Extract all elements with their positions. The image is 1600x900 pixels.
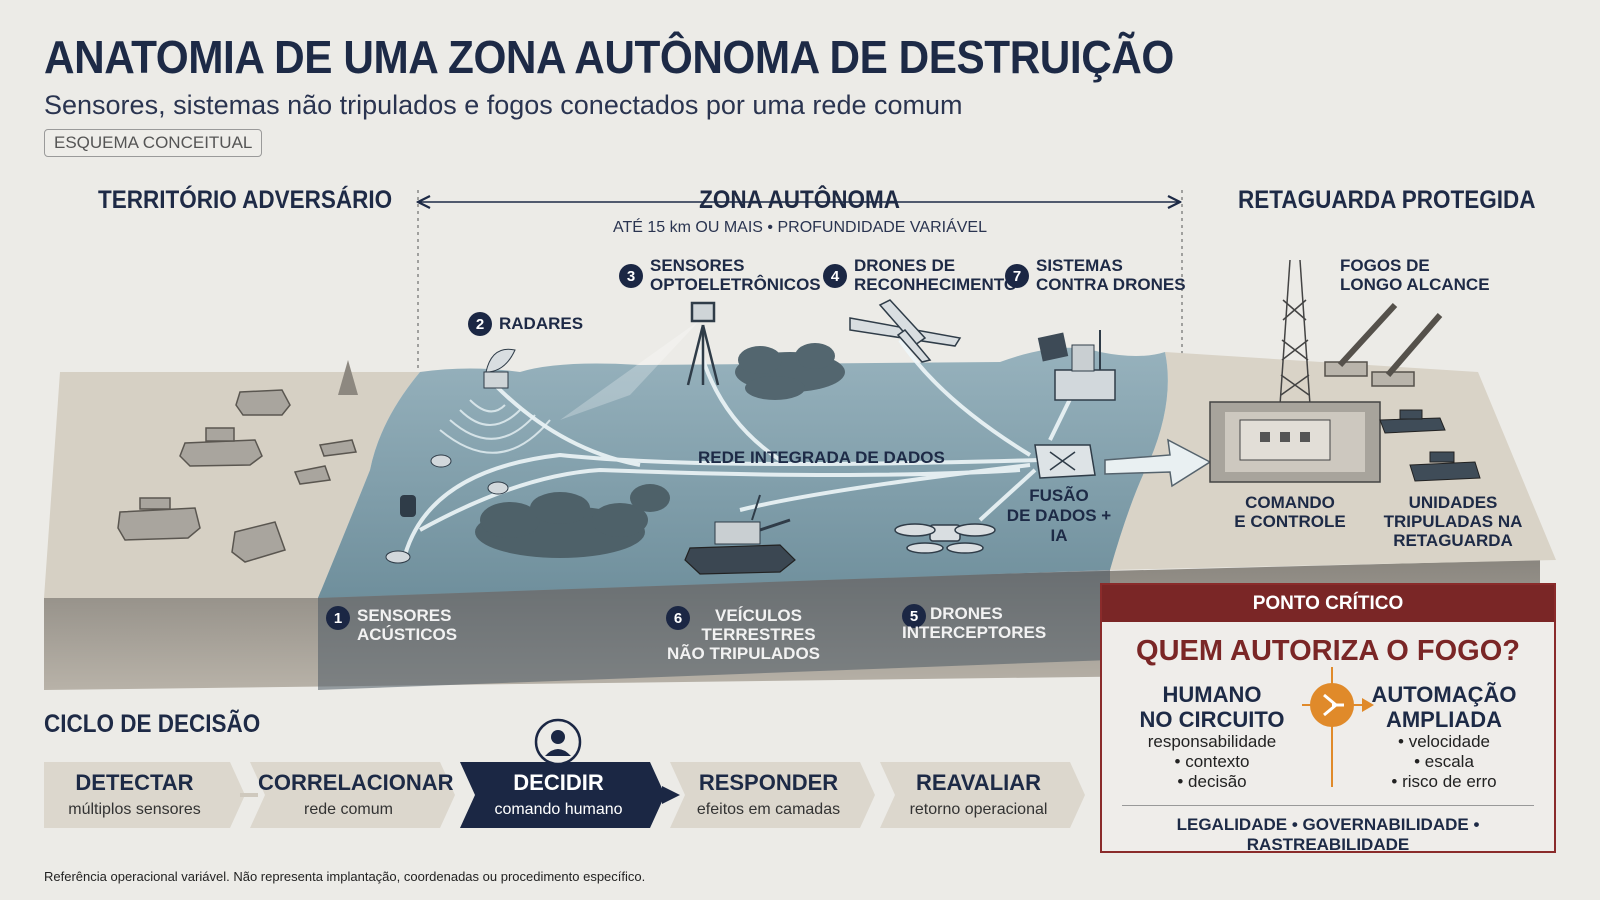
data-network-lines (403, 338, 1074, 556)
recon-drone-icon (849, 299, 962, 363)
fusion-node-icon (1034, 444, 1096, 479)
number-badge: 5 (902, 604, 926, 628)
switch-icon (1302, 667, 1374, 787)
data-network-label: REDE INTEGRADA DE DADOS (698, 448, 945, 467)
panel-header: PONTO CRÍTICO (1102, 585, 1554, 622)
optical-beam (560, 320, 700, 420)
radar-waves (439, 399, 551, 454)
number-badge: 4 (823, 264, 847, 288)
forest-south (475, 484, 670, 558)
acoustic-sensor-icon (385, 454, 509, 564)
number-badge: 1 (326, 606, 350, 630)
zone-side-shade (318, 570, 1110, 690)
adversary-vehicles (117, 389, 358, 563)
manned-units-icon (1379, 409, 1481, 482)
region-rear-title: RETAGUARDA PROTEGIDA (1238, 186, 1536, 214)
step-respond-shape (670, 762, 875, 828)
command-control-icon (1209, 401, 1381, 483)
comm-tower-icon (1279, 259, 1311, 406)
page-subtitle: Sensores, sistemas não tripulados e fogo… (44, 90, 963, 120)
decision-cycle-title: CICLO DE DECISÃO (44, 710, 261, 738)
long-range-fires-icon (1324, 302, 1443, 387)
step-detect-shape (44, 762, 245, 828)
radar-icon (483, 348, 516, 389)
step-reassess-shape (880, 762, 1085, 828)
page-title: ANATOMIA DE UMA ZONA AUTÔNOMA DE DESTRUI… (44, 31, 1174, 83)
optoelectronic-sensor-icon (686, 301, 720, 386)
region-adversary-title: TERRITÓRIO ADVERSÁRIO (98, 186, 393, 214)
counter-drone-icon (1037, 330, 1116, 401)
number-badge: 7 (1005, 264, 1029, 288)
ugv-icon (684, 494, 796, 575)
step-correlate-shape (250, 762, 455, 828)
adversary-ruins (338, 360, 358, 395)
adversary-terrain (44, 372, 420, 598)
number-badge: 2 (468, 312, 492, 336)
concept-tag: ESQUEMA CONCEITUAL (44, 129, 263, 157)
forest-north (735, 343, 845, 400)
step-decide-shape (460, 762, 665, 828)
critical-point-panel: PONTO CRÍTICO QUEM AUTORIZA O FOGO? HUMA… (1100, 583, 1556, 855)
panel-question: QUEM AUTORIZA O FOGO? (1136, 635, 1520, 667)
fusion-to-c2-arrow (1104, 438, 1212, 488)
number-badge: 3 (619, 264, 643, 288)
number-badge: 6 (666, 606, 690, 630)
zone-depth-note: ATÉ 15 km OU MAIS • PROFUNDIDADE VARIÁVE… (613, 219, 987, 236)
step-decide-arrow (662, 786, 680, 804)
interceptor-drone-icon (894, 523, 996, 554)
footnote: Referência operacional variável. Não rep… (44, 869, 646, 884)
panel-principles: LEGALIDADE • GOVERNABILIDADE • RASTREABI… (1122, 805, 1534, 855)
